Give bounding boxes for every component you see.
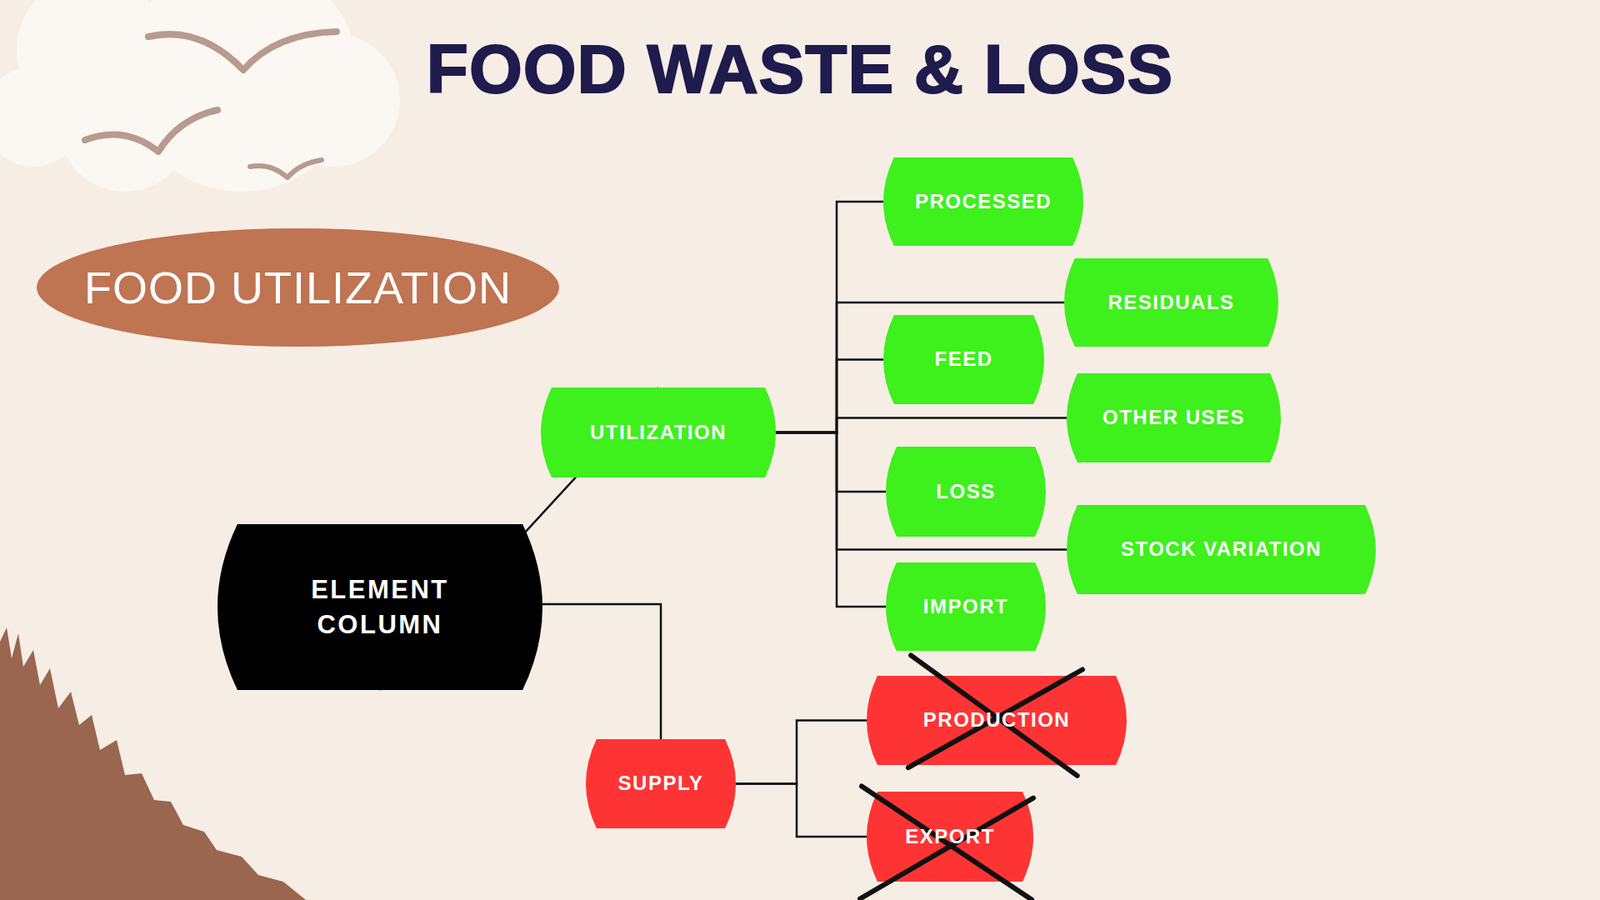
element-box: RESIDUALS [1064, 258, 1279, 347]
box-label: OTHER USES [1102, 404, 1245, 431]
barrel-fill [883, 157, 1084, 246]
connector [775, 302, 1065, 433]
cross-out-mark [910, 655, 1078, 775]
excluded-box: PRODUCTION [866, 675, 1127, 765]
barrel-fill [1064, 258, 1279, 347]
box-label: STOCK VARIATION [1120, 535, 1322, 563]
connector [775, 432, 886, 607]
root-box: ELEMENT COLUMN [217, 524, 543, 690]
barrel-fill [866, 675, 1127, 765]
barrel-fill [885, 446, 1046, 537]
connector [775, 418, 1067, 434]
element-box: IMPORT [885, 562, 1046, 651]
box-label: FOOD UTILIZATION [84, 257, 512, 319]
box-label: RESIDUALS [1107, 289, 1235, 316]
box-label: UTILIZATION [590, 419, 727, 446]
barrel-fill [585, 739, 736, 829]
box-label: PRODUCTION [923, 706, 1070, 734]
element-box: FEED [883, 315, 1045, 405]
connector [542, 604, 661, 740]
barrel-fill [883, 315, 1045, 405]
box-label: PROCESSED [915, 188, 1052, 215]
element-box: STOCK VARIATION [1066, 505, 1376, 595]
box-label: IMPORT [923, 593, 1009, 620]
box-label: ELEMENT COLUMN [275, 572, 485, 643]
box-label: EXPORT [905, 823, 995, 850]
connector [735, 784, 867, 838]
barrel-fill [540, 387, 776, 478]
connector [735, 720, 867, 785]
barrel-fill [1066, 505, 1376, 595]
cross-out-mark [908, 670, 1083, 769]
category-box: SUPPLY [585, 739, 736, 829]
element-box: OTHER USES [1066, 373, 1281, 463]
excluded-box: EXPORT [866, 791, 1034, 882]
connector [775, 432, 886, 492]
connector [775, 201, 884, 433]
barrel-fill [885, 562, 1046, 651]
cloud [0, 0, 400, 192]
cross-out-mark [860, 798, 1034, 900]
section-label: FOOD UTILIZATION [36, 228, 560, 347]
connector [775, 432, 1067, 550]
box-label: SUPPLY [618, 770, 705, 797]
ellipse-fill [36, 228, 560, 347]
box-label: FEED [934, 345, 993, 373]
element-box: PROCESSED [883, 157, 1084, 246]
category-box: UTILIZATION [540, 387, 776, 478]
box-outline [217, 524, 543, 690]
element-box: LOSS [885, 446, 1046, 537]
barrel-fill [217, 524, 543, 690]
birds [85, 31, 337, 178]
diagram-title: FOOD WASTE & LOSS [0, 30, 1600, 109]
box-label: LOSS [935, 478, 995, 505]
barrel-fill [1066, 373, 1281, 463]
connector [775, 360, 884, 434]
